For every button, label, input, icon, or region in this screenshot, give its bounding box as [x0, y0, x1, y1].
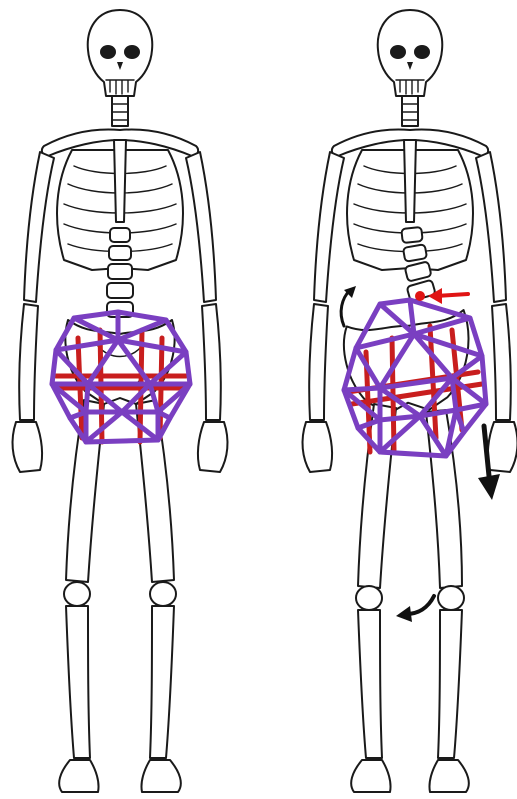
right-forearm	[202, 304, 221, 420]
curved-arrow-up-icon	[341, 286, 356, 326]
cervical-spine	[112, 96, 128, 126]
right-tibia	[438, 610, 462, 758]
right-knee	[150, 582, 176, 606]
left-humerus	[24, 152, 54, 302]
right-humerus	[186, 152, 216, 302]
sternum	[114, 140, 126, 222]
right-hand	[198, 422, 228, 472]
cervical-spine	[402, 96, 418, 126]
skeleton-neutral	[13, 10, 228, 792]
right-knee	[438, 586, 464, 610]
sternum	[404, 140, 416, 222]
right-humerus	[476, 152, 506, 302]
curved-arrow-left-icon	[396, 596, 434, 622]
left-forearm	[19, 304, 38, 420]
left-hand	[13, 422, 43, 472]
left-hand	[303, 422, 333, 472]
left-knee	[64, 582, 90, 606]
left-humerus	[314, 152, 344, 302]
skull	[88, 10, 152, 96]
left-tibia	[358, 610, 382, 758]
left-foot	[59, 760, 98, 792]
left-tibia	[66, 606, 90, 758]
skull	[378, 10, 442, 96]
right-hand	[488, 422, 517, 472]
right-foot	[141, 760, 180, 792]
left-forearm	[309, 304, 328, 420]
right-foot	[429, 760, 468, 792]
right-forearm	[492, 304, 511, 420]
right-tibia	[150, 606, 174, 758]
left-knee	[356, 586, 382, 610]
left-foot	[351, 760, 390, 792]
lumbar-spine	[107, 228, 133, 317]
